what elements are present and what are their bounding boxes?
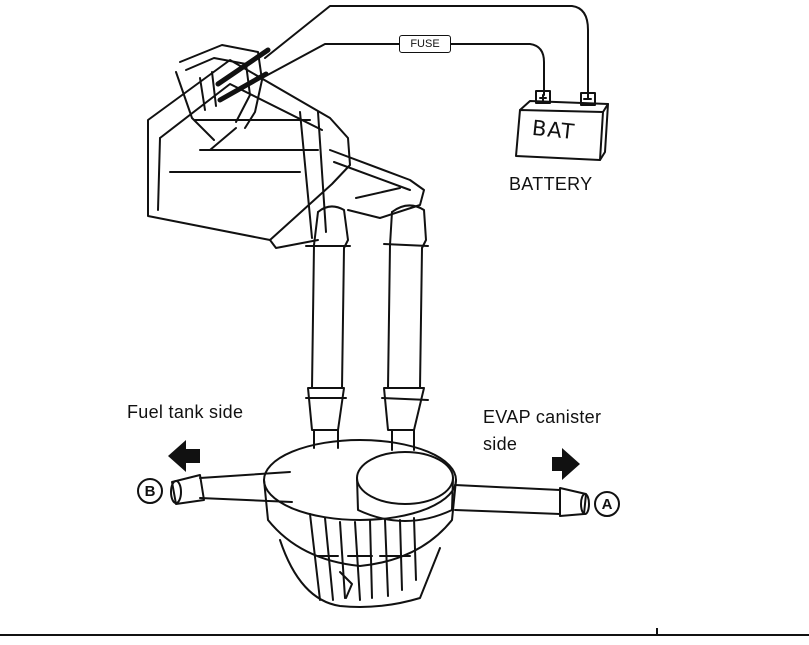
wiring (215, 5, 589, 103)
side-pipes (170, 471, 590, 517)
flow-arrows (168, 440, 580, 480)
arrow-left-icon (168, 440, 200, 472)
port-b-marker: B (137, 478, 163, 504)
fuse-label: FUSE (399, 35, 451, 53)
fuel-tank-side-label: Fuel tank side (127, 402, 244, 422)
bottom-divider (0, 634, 809, 636)
valve-body (263, 439, 457, 608)
port-a-marker: A (594, 491, 620, 517)
battery-label: BATTERY (509, 174, 593, 194)
tubes (305, 204, 429, 451)
bottom-divider-tick (656, 628, 658, 634)
arrow-right-icon (552, 448, 580, 480)
evap-canister-side-label: side (483, 434, 518, 454)
solenoid-body (147, 44, 425, 249)
evap-canister-label: EVAP canister (483, 407, 602, 427)
battery (515, 90, 609, 161)
battery-marking: BAT (530, 115, 577, 145)
